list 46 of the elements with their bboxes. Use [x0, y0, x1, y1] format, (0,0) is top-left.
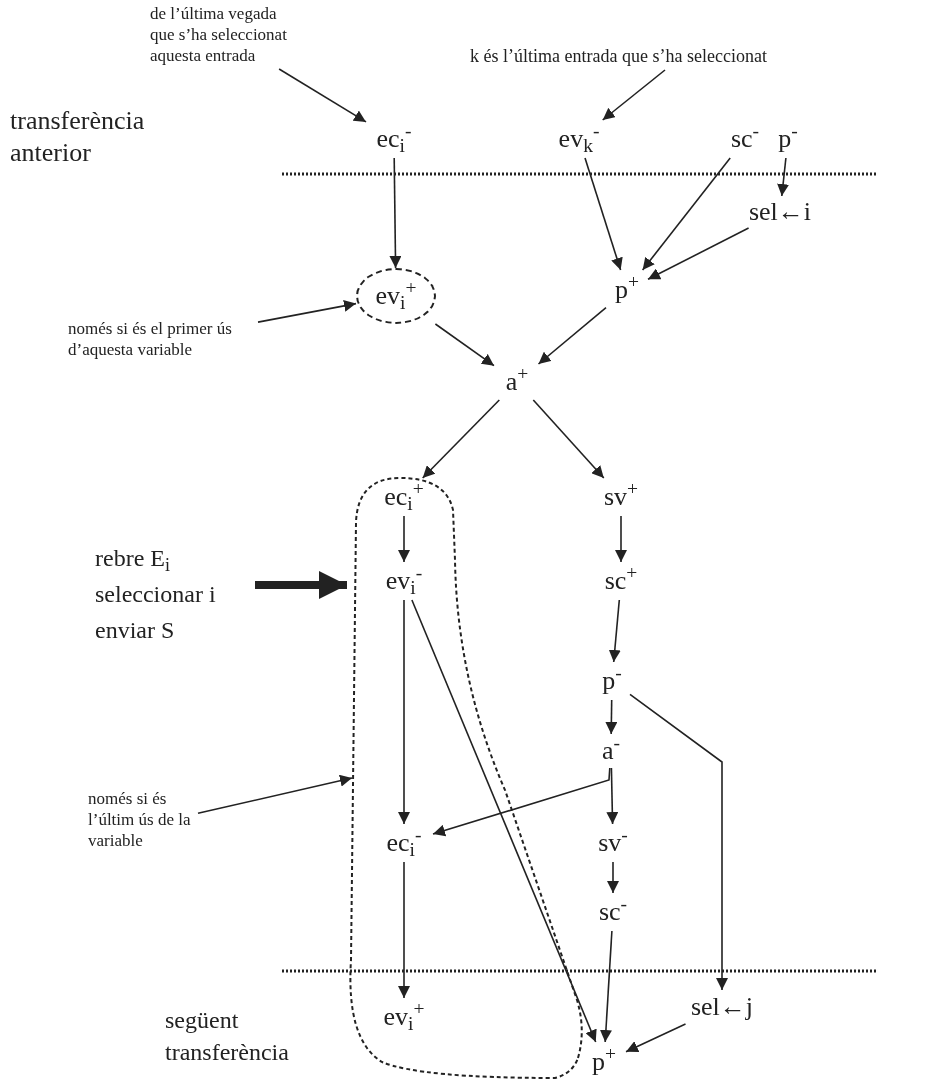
phase-label: transferència anterior	[10, 105, 146, 169]
arrow	[615, 515, 627, 563]
annotation-text: només si és l’últim ús de la variable	[88, 788, 198, 854]
process-text: rebre E$_{i}$ seleccionar i enviar S	[95, 540, 255, 648]
arrow	[421, 399, 501, 479]
arrow	[411, 599, 597, 1043]
signal-label: a$^{-}$	[593, 734, 629, 768]
arrow	[398, 599, 410, 825]
signal-label: p$^{-}$	[770, 120, 806, 158]
arrow	[777, 157, 790, 197]
arrow	[641, 157, 731, 271]
signal-label: sel←j	[682, 990, 762, 1024]
arrow	[432, 767, 611, 837]
arrow	[601, 69, 666, 121]
arrow	[584, 157, 623, 271]
signal-label: a$^{+}$	[494, 364, 540, 400]
arrow	[606, 767, 619, 825]
signal-label: sc$^{+}$	[594, 562, 648, 600]
annotation-text: només si és el primer ús d’aquesta variable	[68, 318, 258, 362]
signal-label: sv$^{-}$	[588, 824, 638, 862]
arrow	[398, 861, 410, 999]
arrow	[608, 599, 621, 663]
arrow	[625, 1023, 687, 1053]
arrow	[599, 930, 613, 1043]
signal-label: sc$^{-}$	[722, 120, 768, 158]
signal-label: sc$^{-}$	[588, 893, 638, 931]
arrow	[197, 774, 353, 815]
signal-label: p$^{+}$	[606, 270, 648, 310]
arrow	[647, 227, 750, 281]
signal-label: sv$^{+}$	[594, 478, 648, 516]
arrow	[434, 323, 495, 367]
phase-label: següent transferència	[165, 1006, 290, 1067]
arrow	[278, 68, 367, 123]
arrow	[607, 861, 619, 894]
arrow	[537, 306, 607, 365]
arrow	[605, 699, 618, 735]
annotation-text: k és l’última entrada que s’ha seleccionat	[470, 46, 890, 70]
signal-label: p$^{-}$	[594, 662, 630, 700]
arrow	[398, 515, 410, 563]
arrow	[257, 299, 357, 323]
arrow	[532, 399, 605, 479]
signal-label: sel←i	[740, 196, 820, 228]
signal-label: p$^{+}$	[582, 1042, 626, 1082]
annotation-text: de l’última vegada que s’ha seleccionat aquesta entrada	[150, 3, 300, 69]
arrow	[389, 157, 402, 269]
arrow	[629, 693, 728, 991]
